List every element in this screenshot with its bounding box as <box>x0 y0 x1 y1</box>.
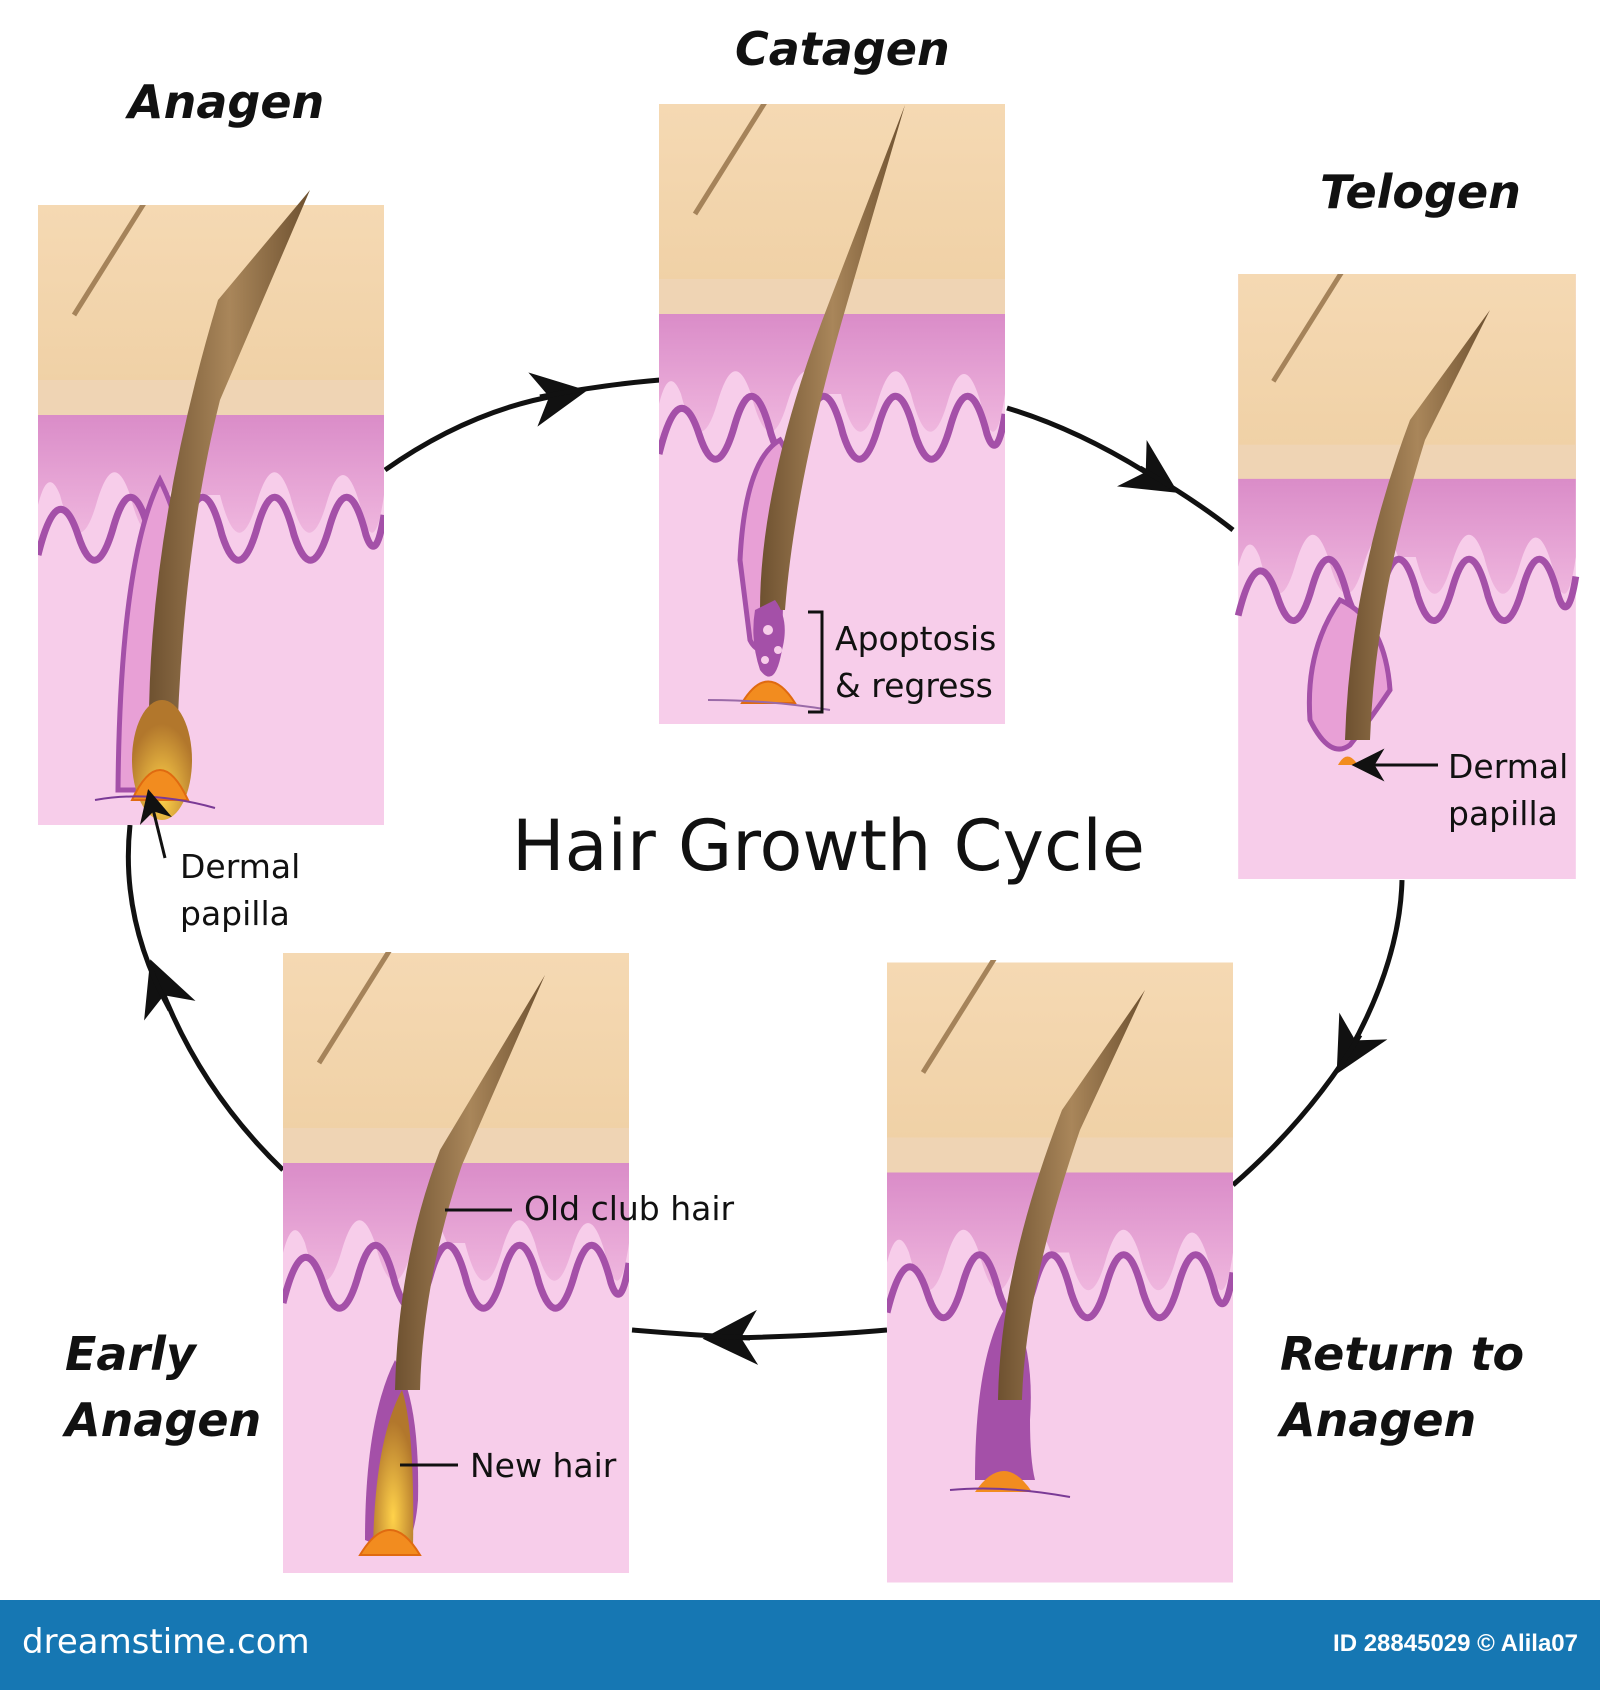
panel-anagen <box>38 165 384 825</box>
old-club-hair-label: Old club hair <box>524 1189 735 1228</box>
anagen-papilla-label-line2: papilla <box>180 894 290 933</box>
diagram-title: Hair Growth Cycle <box>512 805 1145 887</box>
arrow-return-to-early <box>730 1330 887 1338</box>
telogen-papilla-label-line2: papilla <box>1448 794 1558 833</box>
footer-id-text: ID 28845029 © Alila07 <box>1333 1630 1578 1658</box>
panel-return-anagen <box>887 923 1233 1583</box>
stage-title-anagen: Anagen <box>125 75 324 129</box>
stage-title-return-line1: Return to <box>1280 1327 1524 1381</box>
footer-site-text: dreamstime.com <box>22 1622 310 1662</box>
footer-bar: dreamstime.com ID 28845029 © Alila07 <box>0 1600 1600 1690</box>
stage-title-telogen: Telogen <box>1320 165 1521 219</box>
stage-title-return-line2: Anagen <box>1277 1393 1476 1447</box>
stage-title-early-line1: Early <box>65 1327 198 1381</box>
catagen-label-line1: Apoptosis <box>835 619 996 658</box>
catagen-label-line2: & regress <box>835 666 993 705</box>
arrow-telogen-to-return <box>1350 880 1402 1050</box>
stage-title-early-line2: Anagen <box>62 1393 261 1447</box>
arrow-early-to-anagen <box>160 985 283 1170</box>
anagen-papilla-label-line1: Dermal <box>180 847 300 886</box>
arrow-catagen-to-telogen <box>1007 408 1155 478</box>
telogen-papilla-label-line1: Dermal <box>1448 747 1568 786</box>
hair-growth-cycle-diagram: Anagen Catagen Telogen Return to Anagen … <box>0 0 1600 1600</box>
arrow-anagen-to-catagen <box>385 395 560 470</box>
new-hair-label: New hair <box>470 1446 617 1485</box>
stage-title-catagen: Catagen <box>735 22 950 76</box>
